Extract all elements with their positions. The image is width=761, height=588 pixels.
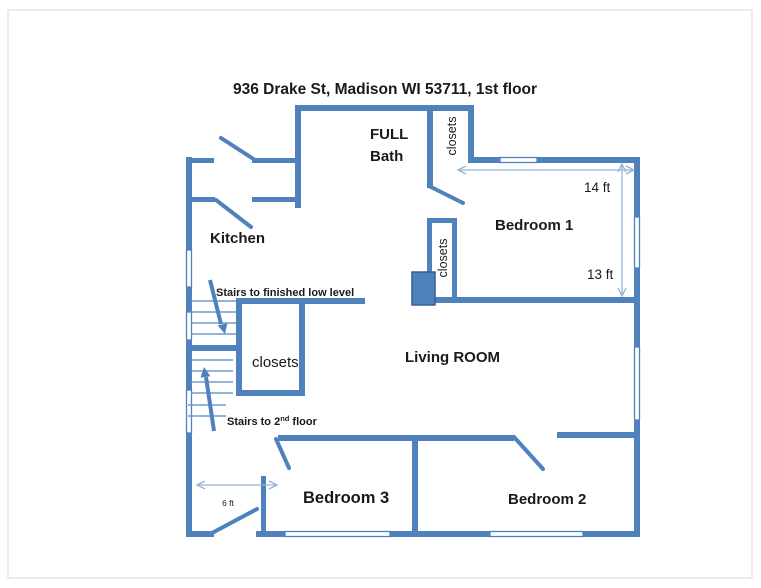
door-front <box>210 507 259 535</box>
arrow-stairs-down <box>208 279 228 334</box>
dimension-bedroom1-width <box>456 165 636 175</box>
door-bath <box>427 184 465 205</box>
annotation-labels: Stairs to finished low level Stairs to 2… <box>216 287 354 428</box>
label-living-room: Living ROOM <box>405 349 500 366</box>
door-kitchen <box>214 198 253 229</box>
page-frame <box>7 9 753 579</box>
label-closet-top: closets <box>445 117 459 156</box>
door-bedroom2 <box>512 435 545 471</box>
label-13ft: 13 ft <box>587 267 614 282</box>
label-closet-mid: closets <box>436 239 450 278</box>
room-labels: FULL Bath Kitchen Bedroom 1 Living ROOM … <box>210 117 586 508</box>
label-stairs-down: Stairs to finished low level <box>216 287 354 299</box>
door-bedroom3 <box>274 437 291 470</box>
stair-treads <box>188 300 236 417</box>
label-bedroom2: Bedroom 2 <box>508 491 586 508</box>
stairs-arrows <box>200 279 228 432</box>
walls <box>186 105 640 537</box>
label-bedroom3: Bedroom 3 <box>303 489 389 507</box>
window-kitchen-left <box>185 249 193 288</box>
label-closet-box: closets <box>252 354 299 371</box>
label-6ft: 6 ft <box>222 498 234 508</box>
arrow-stairs-up <box>200 367 216 432</box>
windows <box>185 156 641 538</box>
window-stairs-left <box>185 311 193 341</box>
dimension-lines <box>195 162 636 490</box>
label-14ft: 14 ft <box>584 180 611 195</box>
doors <box>210 136 545 535</box>
window-hall-left <box>185 389 193 434</box>
plan-title: 936 Drake St, Madison WI 53711, 1st floo… <box>233 81 537 98</box>
door-entry-top <box>219 136 257 162</box>
dimension-bedroom1-depth <box>617 162 627 298</box>
window-bedroom2-bottom <box>489 530 584 538</box>
dimension-hall-width <box>195 480 279 490</box>
window-living-right <box>633 346 641 421</box>
label-bath-line2: Bath <box>370 148 403 165</box>
label-kitchen: Kitchen <box>210 230 265 247</box>
dimension-labels: 14 ft 13 ft 6 ft <box>222 180 613 508</box>
window-bedroom1-right <box>633 216 641 269</box>
window-bedroom3-bottom <box>284 530 391 538</box>
window-bedroom1-top <box>499 156 538 164</box>
chimney-block <box>411 271 436 306</box>
label-stairs-up: Stairs to 2nd floor <box>227 414 318 428</box>
label-bedroom1: Bedroom 1 <box>495 217 573 234</box>
label-bath-line1: FULL <box>370 126 408 143</box>
